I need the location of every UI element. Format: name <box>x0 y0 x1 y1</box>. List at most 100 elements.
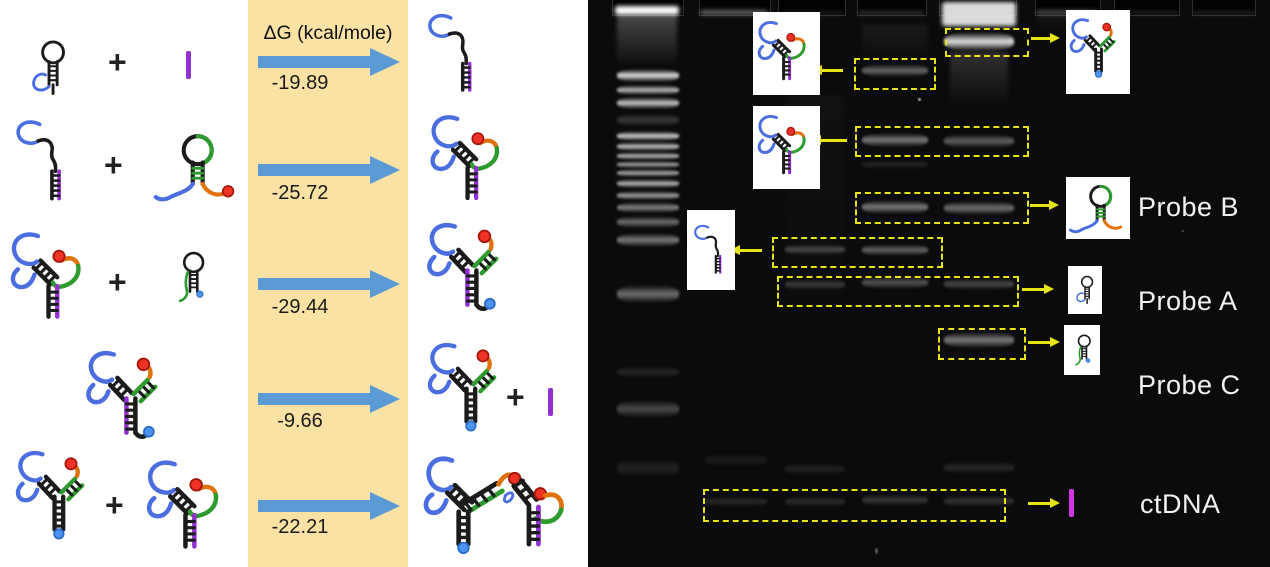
abc-complex-icon <box>426 342 514 444</box>
gel-band <box>862 276 928 289</box>
probe-a-structure-icon <box>1076 275 1094 304</box>
ladder-band <box>617 216 679 228</box>
gel-band <box>862 64 928 77</box>
inset-a-ctdna-duplex <box>687 210 735 290</box>
lane-5-well-bright <box>942 2 1016 26</box>
arrow-left-icon <box>811 135 847 145</box>
dg-value-1: -19.89 <box>271 72 329 94</box>
abc-ctdna-complex-icon <box>426 222 516 328</box>
gel-well-4 <box>857 0 927 16</box>
dust-speck <box>918 98 921 101</box>
well-8-glow <box>1193 11 1255 15</box>
dust-speck <box>1182 230 1184 232</box>
reaction-arrow-4-icon <box>258 385 400 413</box>
gel-band <box>944 32 1014 51</box>
label-probe-c: Probe C <box>1138 370 1241 400</box>
dg-value-2: -25.72 <box>271 182 329 204</box>
plus-sign-1: + <box>108 44 127 80</box>
gel-band <box>785 279 845 290</box>
gel-band <box>944 461 1014 474</box>
inset-ab-complex <box>753 12 820 95</box>
ladder-band <box>617 202 679 213</box>
plus-sign-2: + <box>104 147 123 183</box>
abc-complex-icon <box>1069 12 1127 92</box>
inset-abc-complex <box>1066 10 1130 94</box>
abc-ctdna-complex-icon <box>84 350 176 456</box>
gel-band <box>785 496 845 507</box>
probe-a-ctdna-duplex-icon <box>694 224 722 274</box>
probe-a-ctdna-duplex-icon <box>428 13 472 92</box>
arrow-right-icon <box>1030 200 1059 210</box>
plus-sign-3: + <box>108 264 127 300</box>
ladder-band <box>617 131 679 141</box>
gel-band <box>862 200 928 214</box>
gel-well-8 <box>1192 0 1256 16</box>
ladder-band <box>617 366 679 378</box>
band-highlight-box-2 <box>945 28 1029 57</box>
gel-band <box>705 453 767 467</box>
ladder-band <box>617 142 679 151</box>
ladder-band <box>617 169 679 177</box>
ab-ctdna-complex-icon <box>757 20 806 81</box>
inset-probe-c <box>1064 325 1100 375</box>
gel-band <box>944 134 1014 148</box>
probe-a-ctdna-duplex-icon <box>16 120 61 201</box>
delta-g-header: ΔG (kcal/mole) <box>263 22 393 44</box>
band-highlight-box-8 <box>703 489 1006 522</box>
dg-value-4: -9.66 <box>277 410 323 432</box>
inset-probe-b <box>1066 177 1130 239</box>
gel-band <box>944 495 1014 507</box>
ladder-band <box>617 285 679 303</box>
ladder-band <box>617 113 679 127</box>
reaction-arrow-5-icon <box>258 492 400 520</box>
band-highlight-box-7 <box>938 328 1026 360</box>
gel-band <box>785 244 845 255</box>
arrow-right-icon <box>1022 284 1054 294</box>
label-probe-a: Probe A <box>1138 286 1238 316</box>
ladder-well-band <box>615 6 679 15</box>
ladder-top-smear <box>617 15 677 67</box>
probe-a-structure-icon <box>32 40 65 95</box>
arrow-right-icon <box>1028 337 1060 347</box>
ladder-band <box>617 233 679 247</box>
dust-speck <box>875 548 878 554</box>
ladder-band <box>617 161 679 168</box>
plus-sign-4: + <box>506 379 525 415</box>
lane-5-smear <box>950 52 1008 107</box>
band-highlight-box-6 <box>777 276 1019 307</box>
inset-ab-complex-2 <box>753 106 820 189</box>
reaction-arrow-1-icon <box>258 48 400 76</box>
gel-band <box>862 494 928 506</box>
label-probe-b: Probe B <box>1138 192 1240 222</box>
ab-ctdna-complex-icon <box>757 114 806 175</box>
ab-ctdna-complex-icon <box>8 230 96 328</box>
gel-band <box>862 133 928 147</box>
ladder-band <box>617 97 679 109</box>
dg-value-3: -29.44 <box>271 296 329 318</box>
band-highlight-box-4 <box>855 192 1029 224</box>
arrow-left-icon <box>730 245 762 255</box>
probe-b-structure-icon <box>150 128 238 202</box>
reaction-arrow-2-icon <box>258 156 400 184</box>
band-highlight-box-5 <box>772 237 943 268</box>
ab-ctdna-complex-icon <box>144 458 234 558</box>
reaction-arrow-3-icon <box>258 270 400 298</box>
gel-band <box>944 201 1014 215</box>
band-highlight-box-1 <box>854 58 936 90</box>
ladder-band <box>617 152 679 160</box>
plus-sign-5: + <box>105 487 124 523</box>
band-highlight-box-3 <box>855 126 1029 157</box>
gel-band <box>705 496 767 507</box>
arrow-right-icon <box>1028 498 1060 508</box>
gel-band <box>785 463 845 475</box>
gel-band <box>944 332 1014 348</box>
gel-well-7 <box>1114 0 1180 16</box>
label-ctdna: ctDNA <box>1140 489 1221 519</box>
ladder-band <box>617 400 679 418</box>
ladder-band <box>617 179 679 188</box>
arrow-right-icon <box>1031 33 1060 43</box>
dg-value-5: -22.21 <box>271 516 329 538</box>
inset-probe-a <box>1068 266 1102 314</box>
ctdna-strand-icon <box>1069 489 1074 517</box>
